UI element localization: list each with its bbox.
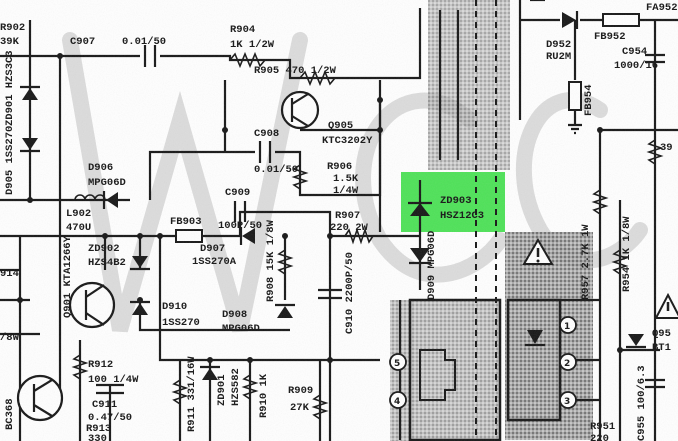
paper-grain (0, 0, 678, 441)
circuit-schematic: 5 4 1 2 3 C907 0.01/50 R904 1K 1/2W R905… (0, 0, 678, 441)
